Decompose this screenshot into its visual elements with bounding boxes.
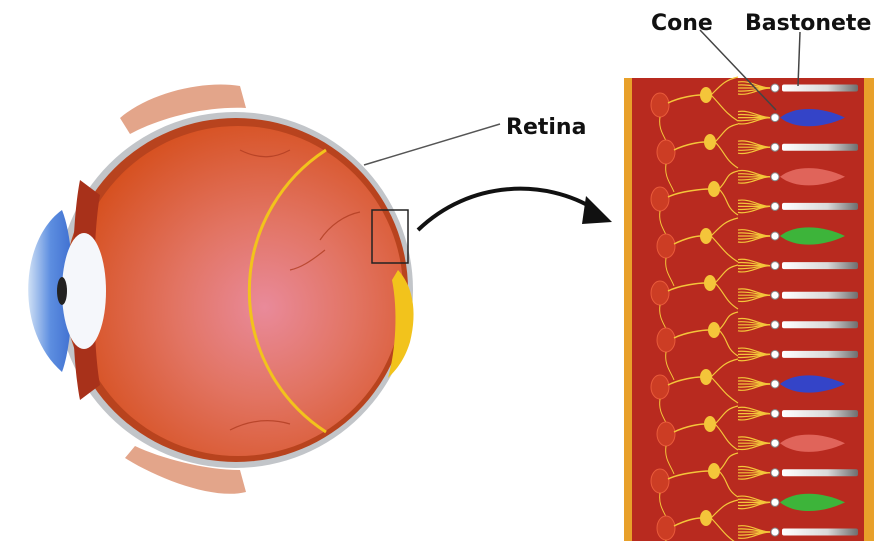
rod-label: Bastonete [745,11,871,36]
retina-tissue-panel [624,77,874,541]
pupil [57,277,67,305]
tissue-left-edge [624,78,632,541]
cone-label: Cone [651,11,713,36]
tissue-right-edge [864,78,874,541]
zoom-arrow [418,189,596,230]
rod-leader-line [798,32,800,86]
retina-leader-line [364,124,500,165]
retina-label: Retina [506,115,586,140]
eye-cross-section [28,84,413,493]
lens [62,233,106,349]
zoom-arrow-head [582,196,612,224]
eye-interior [73,126,403,456]
